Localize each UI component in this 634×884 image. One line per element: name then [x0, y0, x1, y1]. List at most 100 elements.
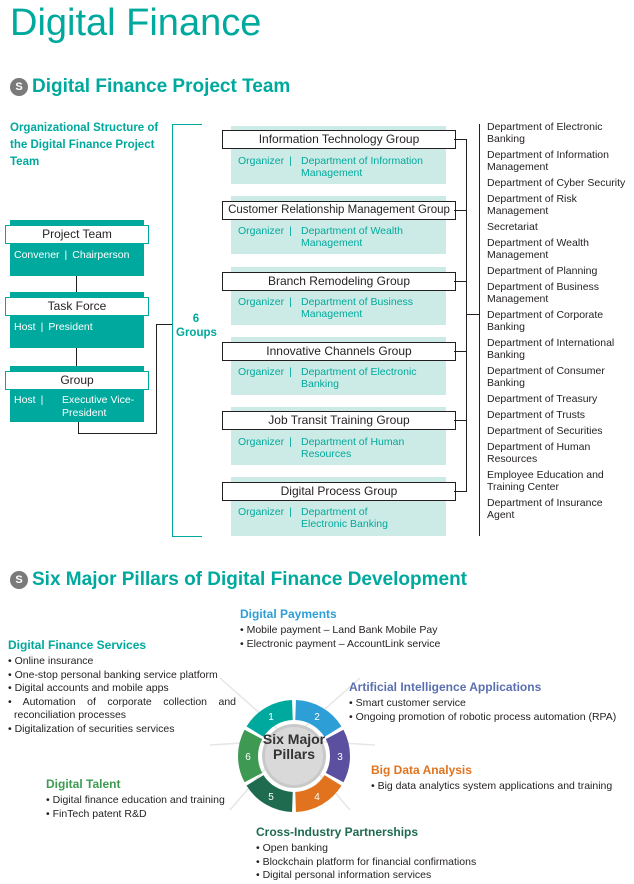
wheel-segment — [246, 775, 293, 812]
departments-list: Department of Electronic Banking Departm… — [487, 121, 629, 525]
pillar-item: • Open banking — [256, 842, 328, 854]
pillar-item: • Big data analytics system applications… — [371, 780, 613, 792]
project-team-box: Project Team Convener|Chairperson — [5, 220, 149, 276]
connector-line — [78, 422, 79, 434]
connector-line — [78, 433, 156, 434]
wheel-segment — [295, 700, 342, 737]
connector-line — [76, 348, 77, 366]
section-title-pillars: Six Major Pillars of Digital Finance Dev… — [32, 569, 467, 590]
pillar-digital-finance-services: Digital Finance Services • Online insura… — [8, 638, 236, 736]
group-row: Host|Executive Vice-President — [14, 394, 140, 420]
department-item: Department of Electronic Banking — [487, 121, 603, 145]
section-title-project-team: Digital Finance Project Team — [32, 76, 291, 97]
pillar-digital-payments: Digital Payments • Mobile payment – Land… — [240, 607, 470, 651]
group-name: Customer Relationship Management Group — [222, 201, 456, 220]
wheel-center-label: Six Major Pillars — [262, 731, 326, 762]
department-item: Department of International Banking — [487, 337, 615, 361]
task-force-holder: President — [48, 321, 93, 333]
wheel-segment — [238, 729, 263, 783]
connector-line — [156, 324, 172, 325]
connector-line — [454, 420, 466, 421]
pillar-item: • Mobile payment – Land Bank Mobile Pay — [240, 624, 438, 636]
pillar-item: • Smart customer service — [349, 697, 466, 709]
pillar-item-text: Digitalization of securities services — [14, 722, 175, 735]
section-logo-icon: S — [10, 571, 28, 589]
groups-bracket-top — [172, 124, 202, 125]
group-organizer-dept: Department of Human Resources — [301, 436, 405, 460]
pillar-item-text: Electronic payment – AccountLink service — [246, 637, 441, 650]
department-item: Department of Wealth Management — [487, 237, 589, 261]
connector-line — [454, 210, 466, 211]
pillar-title: Artificial Intelligence Applications — [349, 680, 542, 694]
pillar-title: Digital Talent — [46, 777, 121, 791]
organizer-label: Organizer — [238, 296, 285, 308]
group-organizer: Organizer| — [238, 155, 292, 167]
pillar-item-text: Digital finance education and training — [52, 794, 225, 806]
connector-line — [454, 139, 466, 140]
group-name: Information Technology Group — [222, 130, 456, 149]
group-organizer: Organizer| — [238, 506, 292, 518]
wheel-segment-number: 1 — [268, 712, 274, 723]
pillar-item: • Online insurance — [8, 655, 94, 667]
department-item: Department of Cyber Security — [487, 177, 626, 189]
department-item: Department of Corporate Banking — [487, 309, 604, 333]
pillar-item: • One-stop personal banking service plat… — [8, 668, 218, 681]
pillar-big-data: Big Data Analysis • Big data analytics s… — [371, 763, 621, 794]
task-force-role: Host — [14, 321, 36, 333]
wheel-segment-number: 4 — [314, 792, 320, 803]
pillar-item-text: Open banking — [262, 842, 328, 854]
task-force-box: Task Force Host|President — [5, 292, 149, 348]
group-organizer-dept: Department of Wealth Management — [301, 225, 403, 249]
project-team-holder: Chairperson — [72, 249, 130, 261]
pillar-item-text: Smart customer service — [355, 697, 466, 709]
section-logo-icon: S — [10, 78, 28, 96]
pillar-item-text: Blockchain platform for financial confir… — [262, 855, 477, 868]
pillar-title: Digital Finance Services — [8, 638, 147, 652]
connector-line — [454, 281, 466, 282]
connector-line — [454, 491, 466, 492]
pillar-item: • Digital finance education and training — [46, 794, 225, 806]
pillar-cross-industry: Cross-Industry Partnerships • Open banki… — [256, 825, 516, 883]
group-header: Group — [5, 371, 149, 390]
wheel-segment — [295, 775, 342, 812]
wheel-segment-number: 3 — [337, 752, 343, 763]
organizer-label: Organizer — [238, 436, 285, 448]
page-title: Digital Finance — [10, 2, 262, 44]
organizer-label: Organizer — [238, 155, 285, 167]
group-organizer-dept: Department of Business Management — [301, 296, 414, 320]
connector-line — [466, 314, 479, 315]
department-item: Department of Trusts — [487, 409, 586, 421]
group-organizer-dept: Department of Information Management — [301, 155, 423, 179]
group-organizer-dept: Department of Electronic Banking — [301, 506, 388, 530]
department-item: Department of Planning — [487, 265, 598, 277]
group-name: Job Transit Training Group — [222, 411, 456, 430]
pillar-item-text: Mobile payment – Land Bank Mobile Pay — [246, 624, 438, 636]
connector-line — [454, 351, 466, 352]
department-item: Department of Insurance Agent — [487, 497, 603, 521]
wheel-center-inner — [265, 727, 323, 785]
department-item: Department of Business Management — [487, 281, 600, 305]
pillar-ai-applications: Artificial Intelligence Applications • S… — [349, 680, 629, 724]
pillar-item: • Blockchain platform for financial conf… — [256, 855, 477, 868]
organizer-label: Organizer — [238, 506, 285, 518]
group-name: Branch Remodeling Group — [222, 272, 456, 291]
organizer-label: Organizer — [238, 366, 285, 378]
department-item: Department of Information Management — [487, 149, 609, 173]
department-item: Secretariat — [487, 221, 538, 233]
group-organizer: Organizer| — [238, 436, 292, 448]
department-item: Department of Consumer Banking — [487, 365, 605, 389]
connector-line — [466, 139, 467, 492]
six-groups-label: 6 Groups — [176, 313, 217, 339]
pillar-item: • Digital accounts and mobile apps — [8, 682, 169, 694]
project-team-role: Convener — [14, 249, 60, 261]
wheel-segment-number: 6 — [245, 752, 251, 763]
wheel-segment — [246, 700, 293, 737]
pillar-item-text: Digital accounts and mobile apps — [14, 682, 169, 694]
group-holder: Executive Vice-President — [62, 394, 135, 419]
pillar-title: Digital Payments — [240, 607, 337, 621]
groups-bracket — [172, 124, 173, 536]
group-organizer: Organizer| — [238, 296, 292, 308]
department-item: Employee Education and Training Center — [487, 469, 604, 493]
